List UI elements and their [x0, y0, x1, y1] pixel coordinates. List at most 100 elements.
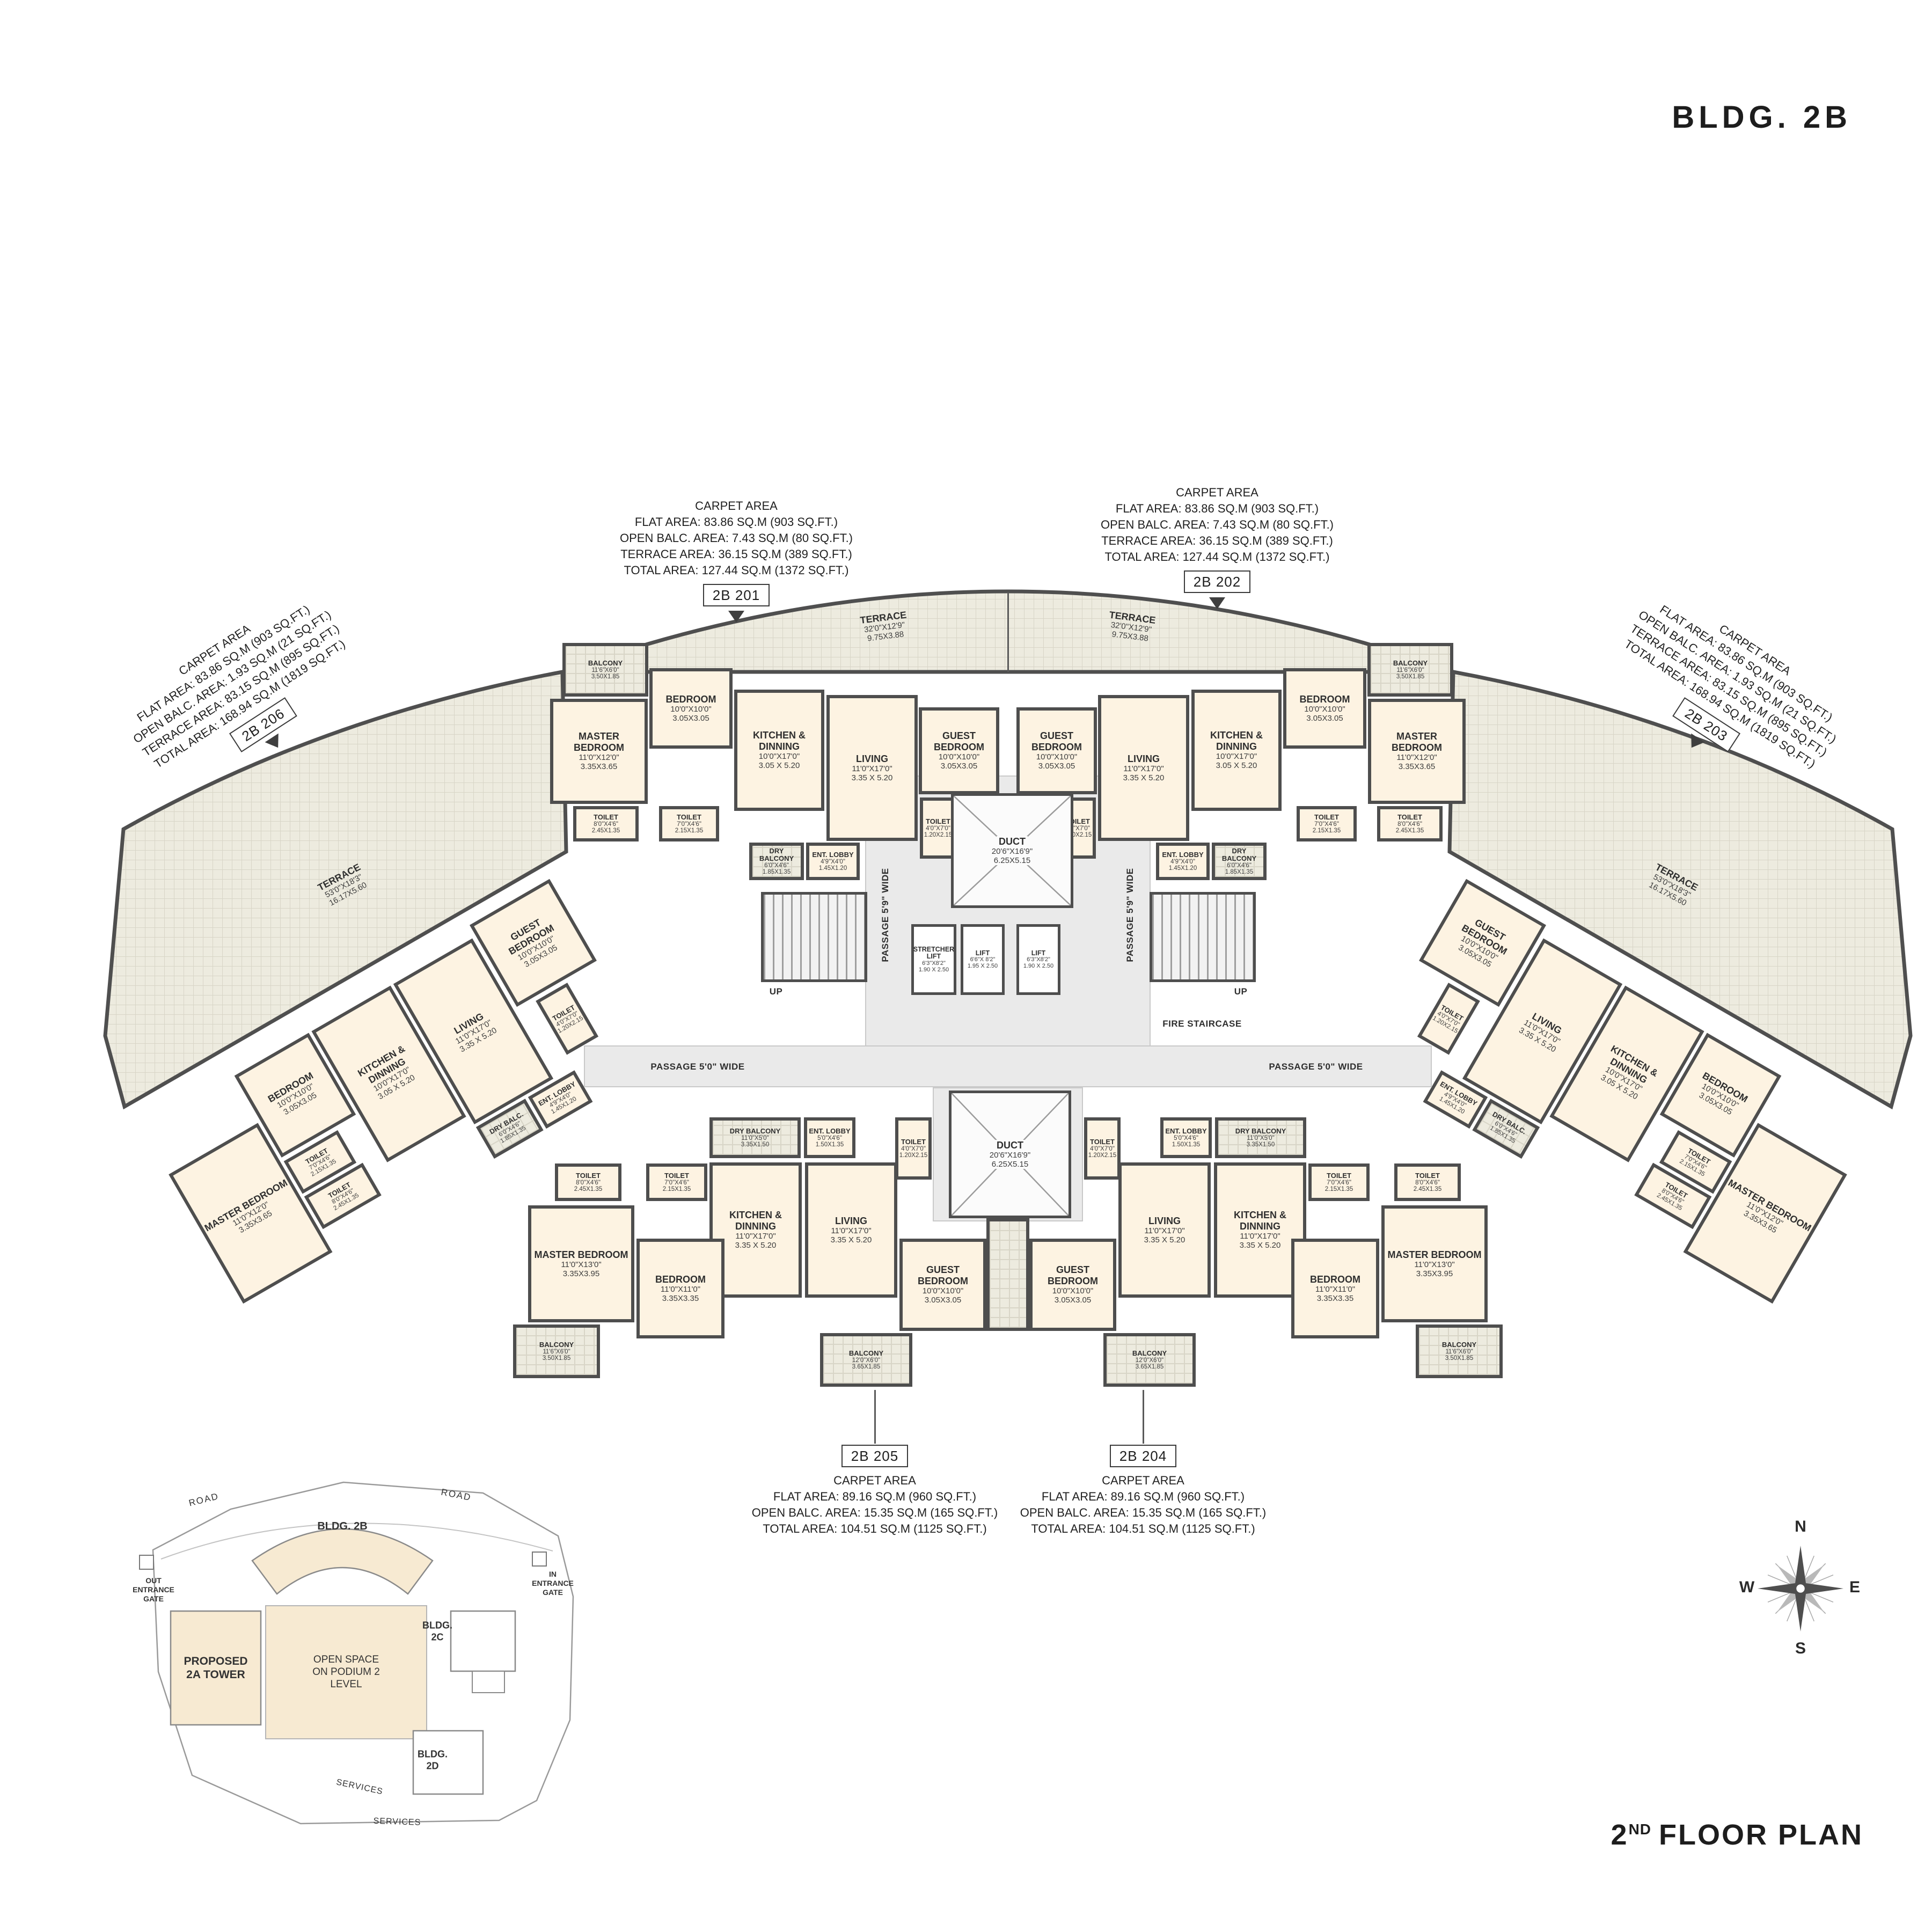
area-stat-line: OPEN BALC. AREA: 15.35 SQ.M (165 SQ.FT.): [1020, 1506, 1267, 1519]
room-name: MASTER BEDROOM: [1392, 730, 1442, 753]
room-name: BALCONY: [1441, 1340, 1477, 1349]
room-dimension: 11'0"X13'0": [561, 1260, 602, 1269]
room-dimension: 12'0"X6'0": [852, 1357, 881, 1364]
room-dimension: 6'6"X 8'2": [970, 956, 996, 963]
room-dimension: 11'0"X17'0": [852, 764, 892, 773]
room-dimension: 10'0"X10'0": [1304, 704, 1345, 714]
room-dimension: 10'0"X10'0": [922, 1286, 964, 1296]
room-dimension: 11'0"X17'0": [1240, 1232, 1280, 1241]
room-name: PASSAGE 5'9" WIDE: [1124, 868, 1135, 962]
room-name: LIVING: [855, 753, 888, 764]
room-dimension: 2.15X1.35: [1312, 828, 1341, 835]
room-dimension: 1.90 X 2.50: [918, 966, 949, 973]
room-dimension: 11'0"X17'0": [831, 1226, 872, 1235]
room-dimension: 10'0"X10'0": [670, 704, 712, 714]
room-dimension: 11'0"X17'0": [1123, 764, 1164, 773]
area-stat-line: OPEN BALC. AREA: 7.43 SQ.M (80 SQ.FT.): [619, 531, 853, 545]
bldg-2d-footprint: [412, 1730, 484, 1795]
room-name: TOILET: [664, 1171, 689, 1180]
area-stat-line: CARPET AREA: [1176, 486, 1258, 499]
room-name: KITCHEN & DINNING: [1234, 1209, 1286, 1232]
out-gate-marker: [139, 1555, 154, 1570]
room-name: TOILET: [926, 817, 950, 825]
bldg-2b-footprint: [251, 1528, 434, 1595]
room-name: TOILET: [677, 813, 701, 821]
room-dimension: 11'6"X6'0": [1445, 1349, 1473, 1356]
area-stat-line: TOTAL AREA: 127.44 SQ.M (1372 SQ.FT.): [1104, 550, 1330, 564]
unit-annotation-2b-202: CARPET AREA FLAT AREA: 83.86 SQ.M (903 SQ…: [1078, 485, 1357, 609]
area-stat-line: FLAT AREA: 83.86 SQ.M (903 SQ.FT.): [634, 515, 838, 529]
passage-5-9-wide-label: PASSAGE 5'9" WIDE: [880, 868, 891, 962]
room-dimension: 7'0"X4'6": [1327, 1180, 1351, 1187]
room-name: DRY BALCONY: [759, 846, 794, 862]
room-name: TOILET: [1415, 1171, 1440, 1180]
room-name: DRY BALCONY: [1235, 1126, 1286, 1135]
room-dimension: 2.15X1.35: [662, 1186, 691, 1193]
room-dimension: 11'0"X11'0": [660, 1284, 701, 1294]
room-dimension: 3.35X3.35: [662, 1293, 699, 1303]
open-space-label: OPEN SPACE ON PODIUM 2 LEVEL: [312, 1653, 380, 1690]
out-entrance-gate-label: OUT ENTRANCE GATE: [133, 1576, 174, 1603]
room-name: LIFT: [975, 949, 990, 957]
up-label: UP: [1234, 986, 1248, 997]
room-name: STRETCHER LIFT: [913, 945, 955, 961]
room-dimension: 11'0"X13'0": [1414, 1260, 1455, 1269]
room-dimension: 1.50X1.35: [1172, 1141, 1201, 1148]
room-name: LIVING: [1127, 753, 1160, 764]
room-name: PASSAGE 5'0" WIDE: [650, 1061, 745, 1072]
room-dimension: 3.35 X 5.20: [851, 773, 893, 782]
area-stat-line: FLAT AREA: 89.16 SQ.M (960 SQ.FT.): [1041, 1490, 1245, 1503]
room-dimension: 4'9"X4'0": [1170, 859, 1195, 866]
room-dimension: 3.50X1.85: [542, 1355, 571, 1362]
room-name: MASTER BEDROOM: [1387, 1249, 1482, 1260]
room-name: DRY BALCONY: [1221, 846, 1257, 862]
room-name: KITCHEN & DINNING: [729, 1209, 782, 1232]
room-dimension: 1.85X1.35: [762, 869, 791, 876]
room-dimension: 5'0"X4'6": [817, 1135, 842, 1142]
room-name: GUEST BEDROOM: [1048, 1264, 1098, 1287]
room-name: GUEST BEDROOM: [1031, 730, 1082, 753]
leader-line: [1143, 1390, 1144, 1444]
area-stat-line: TOTAL AREA: 127.44 SQ.M (1372 SQ.FT.): [624, 564, 849, 577]
room-dimension: 6'3"X8'2": [1027, 956, 1050, 963]
room-dimension: 3.05X3.05: [940, 762, 978, 771]
room-dimension: 12'0"X6'0": [1135, 1357, 1164, 1364]
floor-number: 2: [1611, 1819, 1629, 1851]
unit-label-2b-201: 2B 201: [702, 584, 770, 606]
room-name: BALCONY: [848, 1349, 884, 1357]
area-stat-line: FLAT AREA: 83.86 SQ.M (903 SQ.FT.): [1115, 502, 1319, 515]
room-name: KITCHEN & DINNING: [753, 729, 806, 752]
room-dimension: 3.35 X 5.20: [830, 1235, 872, 1245]
room-dimension: 8'0"X4'6": [1397, 821, 1422, 828]
passage-5-0-wide-label: PASSAGE 5'0" WIDE: [650, 1062, 744, 1072]
room-name: PASSAGE 5'9" WIDE: [880, 868, 890, 962]
hatched-area: [986, 1218, 1029, 1331]
room-dimension: 3.05X3.05: [924, 1296, 962, 1305]
area-stat-line: FLAT AREA: 89.16 SQ.M (960 SQ.FT.): [773, 1490, 977, 1503]
room-dimension: 3.35X3.65: [1398, 762, 1436, 772]
room-name: KITCHEN & DINNING: [1210, 729, 1263, 752]
room-dimension: 11'0"X17'0": [1144, 1226, 1185, 1235]
